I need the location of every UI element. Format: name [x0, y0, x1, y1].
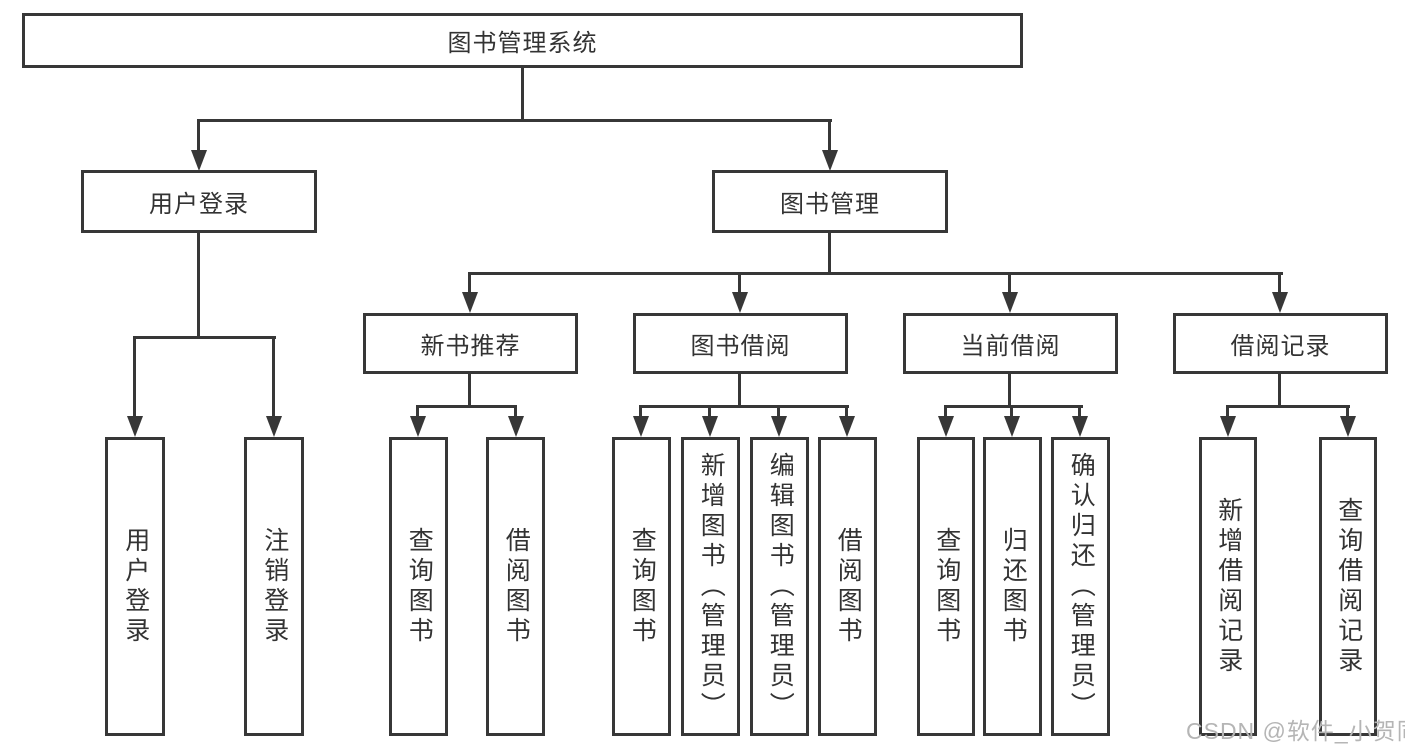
- leaf-g3-return-books: 归还图书: [983, 437, 1042, 736]
- arrow-to-management: [822, 150, 838, 171]
- leaf-g4-add-borrow-record-label: 新增借阅记录: [1214, 496, 1243, 677]
- connector-drop-login-leaf1: [133, 336, 136, 418]
- arrow-to-g2c3: [771, 416, 787, 437]
- leaf-g2-query-books-label: 查询图书: [628, 526, 657, 647]
- node-user-login-label: 用户登录: [149, 191, 249, 218]
- arrow-to-g2c4: [839, 416, 855, 437]
- connector-management-bar: [468, 272, 1283, 275]
- arrow-to-g4c2: [1340, 416, 1356, 437]
- node-book-borrow: 图书借阅: [633, 313, 848, 374]
- connector-group2-stem: [738, 373, 741, 408]
- node-current-borrow-label: 当前借阅: [960, 333, 1061, 360]
- connector-group4-bar: [1226, 405, 1350, 408]
- connector-login-stem: [197, 233, 200, 339]
- connector-drop-g3c3: [1078, 405, 1081, 418]
- leaf-g3-return-books-label: 归还图书: [999, 526, 1028, 647]
- connector-drop-g1c1: [416, 405, 419, 418]
- arrow-to-login: [191, 150, 207, 171]
- node-root: 图书管理系统: [22, 13, 1023, 68]
- arrow-to-login-leaf2: [266, 416, 282, 437]
- connector-drop-g1c2: [514, 405, 517, 418]
- leaf-g4-add-borrow-record: 新增借阅记录: [1199, 437, 1257, 736]
- connector-root-bar: [197, 119, 832, 122]
- leaf-g2-edit-books-admin: 编辑图书（管理员）: [750, 437, 809, 736]
- connector-management-stem: [828, 233, 831, 275]
- arrow-to-g3c1: [938, 416, 954, 437]
- arrow-to-group2: [732, 292, 748, 313]
- connector-drop-login: [197, 119, 200, 152]
- arrow-to-group4: [1272, 292, 1288, 313]
- arrow-to-login-leaf1: [127, 416, 143, 437]
- leaf-user-login: 用户登录: [105, 437, 165, 736]
- csdn-watermark: CSDN @软件_小贺同学: [1186, 718, 1405, 744]
- connector-drop-group1: [468, 272, 471, 294]
- arrow-to-g3c3: [1072, 416, 1088, 437]
- node-current-borrow: 当前借阅: [903, 313, 1118, 374]
- node-new-book-recommend: 新书推荐: [363, 313, 578, 374]
- leaf-g2-borrow-books: 借阅图书: [818, 437, 877, 736]
- leaf-g1-borrow-books: 借阅图书: [486, 437, 545, 736]
- connector-group3-stem: [1008, 373, 1011, 408]
- arrow-to-g4c1: [1220, 416, 1236, 437]
- connector-group3-bar: [944, 405, 1083, 408]
- node-new-book-recommend-label: 新书推荐: [420, 333, 521, 360]
- leaf-g2-borrow-books-label: 借阅图书: [834, 526, 863, 647]
- leaf-g1-query-books: 查询图书: [389, 437, 448, 736]
- arrow-to-g1c2: [508, 416, 524, 437]
- connector-drop-g2c3: [777, 405, 780, 418]
- arrow-to-g2c2: [702, 416, 718, 437]
- node-borrow-records: 借阅记录: [1173, 313, 1388, 374]
- connector-drop-group3: [1008, 272, 1011, 294]
- leaf-g3-confirm-return-admin-label: 确认归还（管理员）: [1067, 451, 1096, 722]
- node-book-management: 图书管理: [712, 170, 948, 233]
- connector-group1-bar: [417, 405, 517, 408]
- node-book-management-label: 图书管理: [780, 191, 880, 218]
- arrow-to-g3c2: [1004, 416, 1020, 437]
- arrow-to-g1c1: [410, 416, 426, 437]
- connector-drop-login-leaf2: [272, 336, 275, 418]
- connector-root-stem: [521, 68, 524, 122]
- leaf-user-login-label: 用户登录: [121, 526, 150, 647]
- node-root-label: 图书管理系统: [447, 30, 598, 57]
- arrow-to-group3: [1002, 292, 1018, 313]
- leaf-g2-add-books-admin: 新增图书（管理员）: [681, 437, 740, 736]
- leaf-g3-confirm-return-admin: 确认归还（管理员）: [1051, 437, 1110, 736]
- leaf-g2-edit-books-admin-label: 编辑图书（管理员）: [766, 451, 795, 722]
- connector-drop-group2: [738, 272, 741, 294]
- connector-drop-management: [828, 119, 831, 152]
- leaf-g3-query-books: 查询图书: [917, 437, 975, 736]
- connector-drop-g3c2: [1010, 405, 1013, 418]
- leaf-g2-add-books-admin-label: 新增图书（管理员）: [697, 451, 726, 722]
- node-borrow-records-label: 借阅记录: [1230, 333, 1331, 360]
- leaf-g1-query-books-label: 查询图书: [405, 526, 434, 647]
- leaf-g2-query-books: 查询图书: [612, 437, 671, 736]
- leaf-g1-borrow-books-label: 借阅图书: [502, 526, 531, 647]
- node-user-login: 用户登录: [81, 170, 317, 233]
- connector-drop-g2c4: [845, 405, 848, 418]
- connector-drop-g2c1: [639, 405, 642, 418]
- arrow-to-g2c1: [633, 416, 649, 437]
- connector-group4-stem: [1278, 373, 1281, 408]
- connector-drop-g4c2: [1346, 405, 1349, 418]
- connector-group1-stem: [468, 373, 471, 408]
- leaf-logout: 注销登录: [244, 437, 304, 736]
- connector-group2-bar: [639, 405, 849, 408]
- leaf-g3-query-books-label: 查询图书: [932, 526, 961, 647]
- leaf-logout-label: 注销登录: [260, 526, 289, 647]
- connector-drop-g4c1: [1226, 405, 1229, 418]
- node-book-borrow-label: 图书借阅: [690, 333, 791, 360]
- leaf-g4-query-borrow-record: 查询借阅记录: [1319, 437, 1377, 736]
- connector-drop-g3c1: [944, 405, 947, 418]
- connector-login-bar: [133, 336, 276, 339]
- leaf-g4-query-borrow-record-label: 查询借阅记录: [1334, 496, 1363, 677]
- connector-drop-g2c2: [708, 405, 711, 418]
- connector-drop-group4: [1278, 272, 1281, 294]
- arrow-to-group1: [462, 292, 478, 313]
